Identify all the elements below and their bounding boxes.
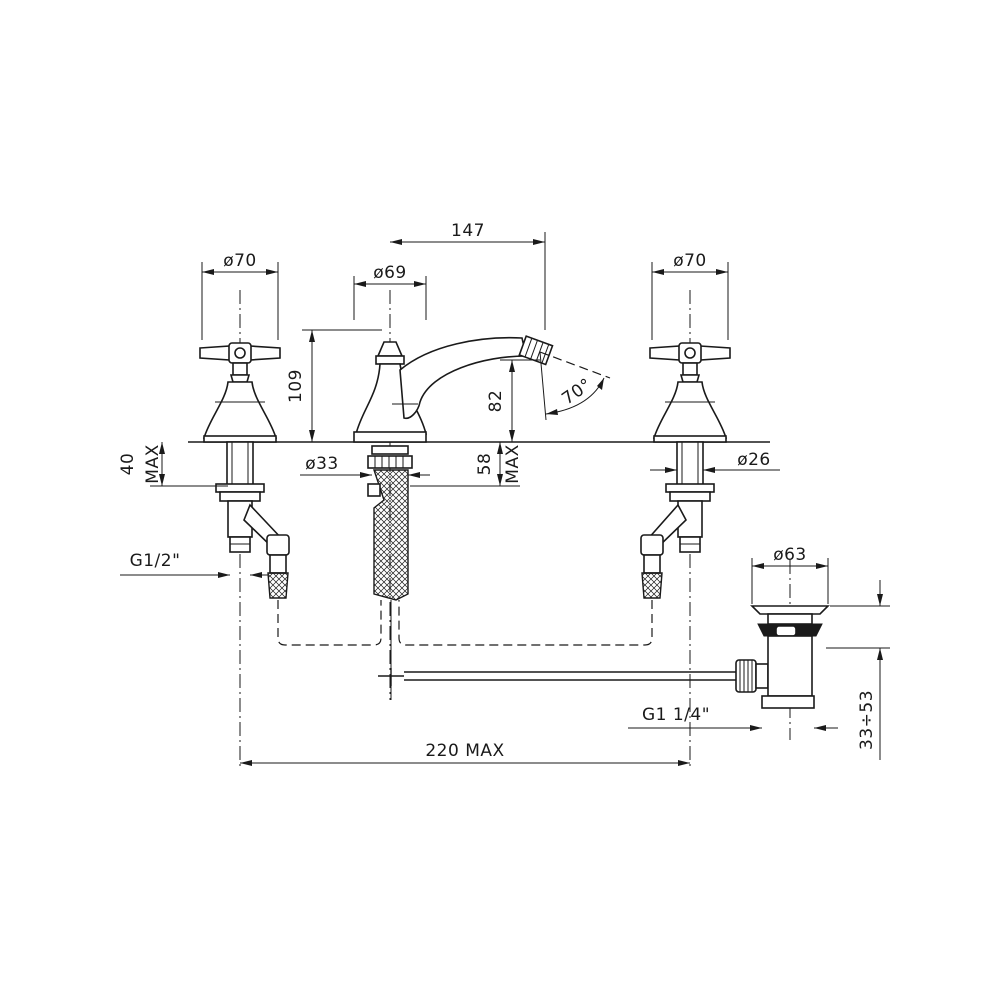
dim-label-swivel-angle: 70° xyxy=(558,375,595,410)
dim-spout-base xyxy=(353,276,427,320)
flexible-hoses xyxy=(277,600,653,646)
left-valve xyxy=(199,342,290,599)
dim-label-deck-thickness: 40 xyxy=(118,453,138,476)
dim-label-waste-thread: G1 1/4" xyxy=(642,705,710,725)
dim-handle-left xyxy=(201,262,279,340)
dim-label-waste: ø63 xyxy=(773,545,807,565)
dim-label-spout-reach: 147 xyxy=(451,221,485,241)
dim-center-spacing xyxy=(240,760,690,766)
dim-label-shank-length: 58 xyxy=(475,453,495,476)
dim-waste xyxy=(751,558,829,604)
spout xyxy=(353,335,554,700)
dim-valve-shank xyxy=(650,467,780,473)
dim-waste-range xyxy=(826,580,890,760)
dim-label-valve-shank: ø26 xyxy=(737,450,771,470)
dim-label-shank-length-note: MAX xyxy=(503,444,523,483)
dim-swivel-angle xyxy=(539,351,611,421)
dim-label-spout-base: ø69 xyxy=(373,263,407,283)
dim-label-handle-left: ø70 xyxy=(223,251,257,271)
dim-handle-right xyxy=(651,262,729,340)
dim-label-spout-height: 109 xyxy=(286,369,306,403)
dim-label-inlet-thread: G1/2" xyxy=(130,551,181,571)
dim-shank-length xyxy=(410,442,520,487)
dim-spout-height xyxy=(302,329,382,442)
dim-label-waste-range: 33÷53 xyxy=(857,690,877,750)
dim-waste-thread xyxy=(628,725,838,731)
dim-spout-reach xyxy=(390,232,546,330)
dim-label-center-spacing: 220 MAX xyxy=(425,741,504,761)
pop-up-waste xyxy=(378,605,830,709)
dim-label-handle-right: ø70 xyxy=(673,251,707,271)
dim-outlet-height xyxy=(500,359,540,442)
dim-shank xyxy=(300,472,430,478)
center-lines xyxy=(239,290,791,770)
dim-deck-thickness xyxy=(150,442,228,487)
right-valve xyxy=(640,342,731,599)
dim-label-shank: ø33 xyxy=(305,454,339,474)
dim-inlet-thread xyxy=(120,572,268,578)
dim-label-deck-thickness-note: MAX xyxy=(143,444,163,483)
dim-label-outlet-height: 82 xyxy=(486,390,506,413)
